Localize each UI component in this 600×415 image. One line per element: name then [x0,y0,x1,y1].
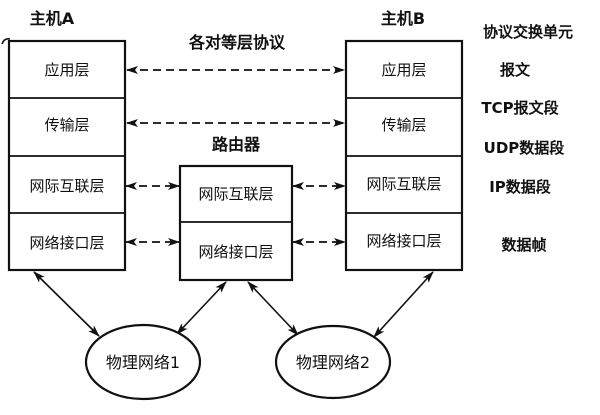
pdu-message: 报文 [500,61,531,79]
pdu-frame: 数据帧 [501,236,546,254]
host-b-layer-network-interface: 网络接口层 [366,232,441,250]
pdu-udp-segment: UDP数据段 [484,139,565,157]
host-a: 主机A 应用层 传输层 网际互联层 网络接口层 [1,9,127,272]
host-a-layer-internet: 网际互联层 [29,177,104,195]
peer-protocol-label: 各对等层协议 [188,33,286,52]
pdu-ip-datagram: IP数据段 [489,178,551,196]
router-layer-network-interface: 网络接口层 [198,243,273,261]
pdu-tcp-segment: TCP报文段 [481,99,558,117]
router-layer-internet: 网际互联层 [198,185,273,203]
host-b-layer-transport: 传输层 [381,116,426,134]
host-b-layer-application: 应用层 [381,61,426,79]
host-b-title: 主机B [381,9,425,28]
host-a-edge-mark [1,38,11,45]
router-title: 路由器 [212,135,261,154]
network-2-label: 物理网络2 [296,353,370,372]
router-stack [178,164,294,282]
link-host-a-network-1 [33,271,100,337]
network-2-ellipse [274,324,392,400]
pdu-column: 协议交换单元 报文 TCP报文段 UDP数据段 IP数据段 数据帧 [481,23,573,254]
physical-network-1: 物理网络1 [84,323,202,401]
network-1-ellipse [84,323,202,401]
host-a-layer-application: 应用层 [44,61,89,79]
link-router-network-1 [176,281,227,335]
host-b: 主机B 应用层 传输层 网际互联层 网络接口层 [344,9,464,272]
network-1-label: 物理网络1 [106,353,180,372]
host-b-layer-internet: 网际互联层 [366,175,441,193]
host-a-layer-network-interface: 网络接口层 [29,234,104,252]
host-a-layer-transport: 传输层 [44,116,89,134]
router: 路由器 网际互联层 网络接口层 [178,135,294,282]
link-router-network-2 [247,281,299,336]
host-a-title: 主机A [30,9,75,28]
link-host-b-network-2 [373,271,434,338]
pdu-header: 协议交换单元 [483,23,573,41]
physical-network-2: 物理网络2 [274,324,392,400]
